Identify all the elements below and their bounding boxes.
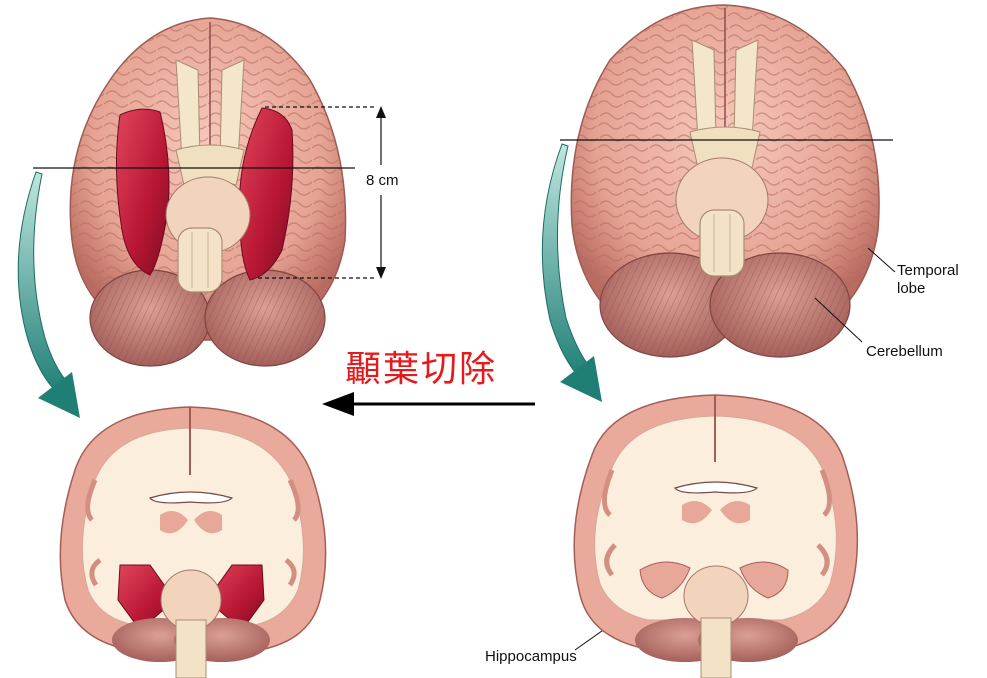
temporal-label-line1: Temporal bbox=[897, 262, 959, 279]
right-inferior-brain bbox=[571, 5, 879, 357]
caption-temporal-lobectomy: 顳葉切除 bbox=[345, 340, 497, 392]
left-coronal-section bbox=[60, 407, 325, 678]
right-brainstem bbox=[700, 210, 744, 276]
temporal-label-line2: lobe bbox=[897, 280, 925, 297]
right-coronal-section bbox=[574, 395, 857, 678]
left-pointing-arrow bbox=[322, 392, 535, 416]
hippocampus-label: Hippocampus bbox=[485, 648, 577, 665]
temporal-leader bbox=[868, 248, 895, 272]
measurement-label: 8 cm bbox=[366, 172, 399, 189]
cerebellum-label: Cerebellum bbox=[866, 343, 943, 360]
left-inferior-brain bbox=[70, 18, 345, 366]
left-brainstem bbox=[178, 228, 222, 292]
